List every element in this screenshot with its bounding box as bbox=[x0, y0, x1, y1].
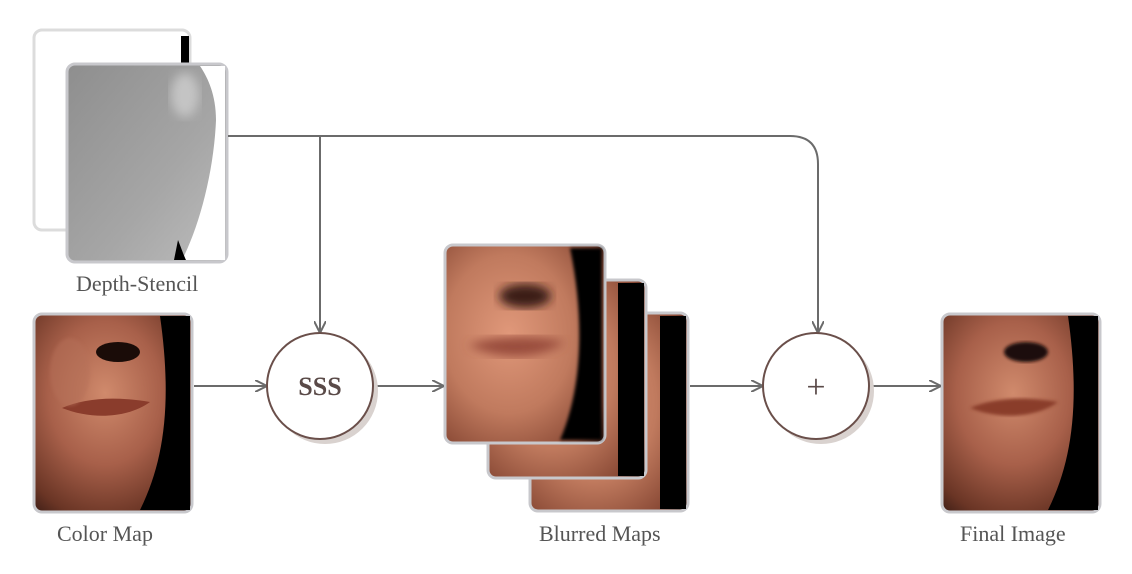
depth-stencil-group bbox=[32, 28, 229, 264]
connectors bbox=[194, 135, 940, 386]
final-image-group bbox=[940, 312, 1102, 514]
final-image-label: Final Image bbox=[960, 521, 1066, 546]
depth-line-to-combine bbox=[320, 135, 818, 332]
depth-stencil-label: Depth-Stencil bbox=[76, 271, 199, 296]
depth-line-to-sss bbox=[228, 135, 320, 332]
blurred-maps-group bbox=[443, 243, 690, 513]
lips bbox=[62, 398, 150, 416]
sss-node: SSS bbox=[266, 332, 378, 444]
color-map-group bbox=[32, 312, 194, 514]
sss-node-label: SSS bbox=[298, 372, 341, 401]
nose-shadow bbox=[96, 342, 140, 362]
color-map-label: Color Map bbox=[57, 521, 153, 546]
blurred-maps-label: Blurred Maps bbox=[539, 521, 661, 546]
combine-node-label: + bbox=[806, 369, 825, 406]
combine-node: + bbox=[762, 332, 874, 444]
